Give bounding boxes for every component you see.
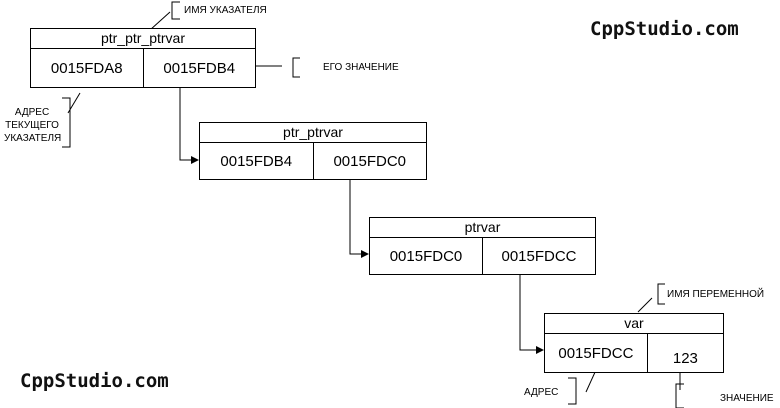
value-cell: 123: [646, 334, 723, 373]
pointer-box-ptr-ptr-ptrvar: ptr_ptr_ptrvar 0015FDA8 0015FDB4: [30, 28, 256, 88]
value-cell: 0015FDC0: [312, 143, 427, 180]
box-title: ptr_ptr_ptrvar: [31, 29, 255, 49]
leader-pointer-name: [149, 11, 171, 31]
bracket-value: [675, 383, 684, 408]
pointer-box-ptr-ptrvar: ptr_ptrvar 0015FDB4 0015FDC0: [199, 122, 427, 180]
pointer-box-ptrvar: ptrvar 0015FDC0 0015FDCC: [369, 217, 596, 275]
box-title: ptrvar: [370, 218, 595, 238]
annotation-address: АДРЕС: [524, 387, 559, 398]
brand-watermark-bottom: CppStudio.com: [20, 370, 169, 392]
brand-watermark-top: CppStudio.com: [590, 18, 739, 40]
arrow-ptr-ptrvar-to-ptrvar: [349, 180, 369, 258]
bracket-its-value: [292, 57, 300, 78]
annotation-pointer-name: ИМЯ УКАЗАТЕЛЯ: [184, 5, 267, 16]
box-title: ptr_ptrvar: [200, 123, 426, 143]
annotation-its-value: ЕГО ЗНАЧЕНИЕ: [323, 62, 399, 73]
address-cell: 0015FDA8: [50, 60, 123, 77]
address-cell: 0015FDB4: [220, 153, 293, 170]
bracket-address: [568, 377, 577, 405]
box-title: var: [545, 314, 723, 334]
arrow-ptrvar-to-var: [519, 275, 544, 354]
annotation-variable-name: ИМЯ ПЕРЕМЕННОЙ: [667, 289, 765, 300]
address-cell: 0015FDCC: [558, 345, 634, 362]
leader-address: [585, 369, 597, 393]
annotation-value: ЗНАЧЕНИЕ: [720, 393, 774, 404]
bracket-variable-name: [657, 283, 665, 305]
bracket-current-pointer-address: [62, 97, 71, 148]
address-cell: 0015FDC0: [389, 248, 463, 265]
value-cell: 0015FDCC: [482, 238, 595, 275]
annotation-current-pointer-address: АДРЕС ТЕКУЩЕГО УКАЗАТЕЛЯ: [4, 107, 62, 144]
arrow-ptr-ptr-ptrvar-to-ptr-ptrvar: [179, 88, 199, 164]
leader-variable-name: [637, 297, 653, 313]
bracket-pointer-name: [171, 1, 180, 20]
value-cell: 0015FDB4: [142, 49, 256, 88]
variable-box-var: var 0015FDCC 123: [544, 313, 724, 373]
